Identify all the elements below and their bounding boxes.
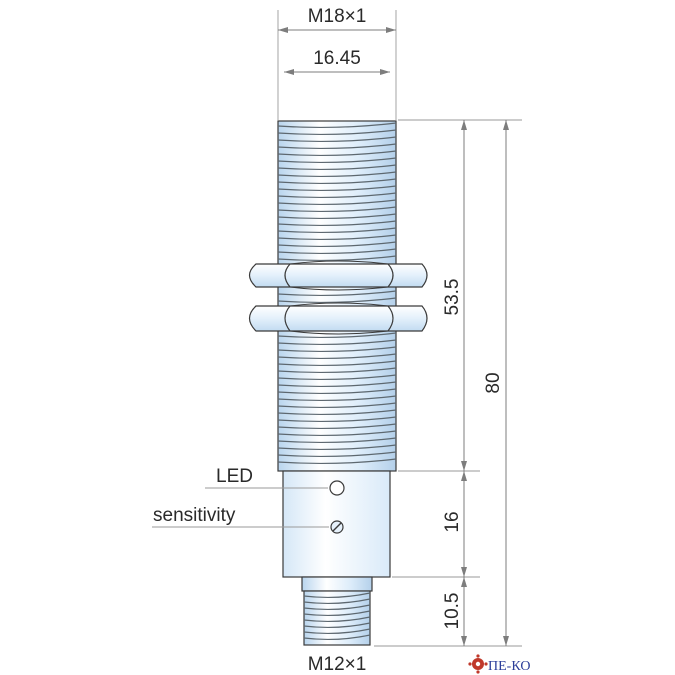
thread-line	[277, 157, 397, 164]
led-callout: LED	[205, 466, 328, 489]
thread-line	[277, 332, 397, 339]
thread-line	[277, 227, 397, 234]
thread-line	[303, 592, 371, 599]
dimension-16-45-label: 16.45	[313, 48, 361, 69]
thread-line	[277, 220, 397, 227]
thread-cylinder	[277, 120, 397, 472]
thread-line	[277, 206, 397, 213]
led-indicator	[329, 480, 345, 496]
dimension-53-5-label: 53.5	[442, 279, 463, 316]
thread-line	[277, 374, 397, 381]
dimension-53-5: 53.5	[442, 120, 467, 471]
thread-line	[277, 360, 397, 367]
thread-line	[277, 297, 397, 304]
sensitivity-callout: sensitivity	[152, 505, 329, 528]
dimension-16-45: 16.45	[284, 48, 390, 75]
sensor-housing	[282, 470, 391, 578]
screw-slot	[332, 522, 342, 532]
thread-line	[277, 199, 397, 206]
dimension-10-5-label: 10.5	[442, 593, 463, 630]
thread-line	[277, 395, 397, 402]
thread-line	[277, 388, 397, 395]
dimension-m18: M18×1	[277, 6, 397, 120]
thread-line	[277, 416, 397, 423]
thread-line	[277, 248, 397, 255]
thread-line	[277, 353, 397, 360]
thread-line	[277, 409, 397, 416]
dimension-m12-label: M12×1	[308, 654, 367, 675]
upper-hex-nut	[248, 260, 428, 291]
sensitivity-label: sensitivity	[153, 505, 236, 526]
led-label: LED	[216, 466, 253, 487]
thread-line	[277, 213, 397, 220]
thread-line	[277, 367, 397, 374]
company-logo: ПЕ-КО	[468, 654, 530, 674]
dimension-80-label: 80	[483, 372, 504, 393]
thread-line	[303, 634, 371, 641]
thread-line	[277, 430, 397, 437]
thread-line	[277, 143, 397, 150]
thread-line	[277, 346, 397, 353]
main-thread-lines	[277, 122, 397, 465]
thread-line	[277, 234, 397, 241]
thread-line	[303, 622, 371, 629]
thread-line	[277, 290, 397, 297]
right-extension-lines	[374, 119, 522, 647]
thread-line	[277, 451, 397, 458]
thread-line	[303, 628, 371, 635]
thread-line	[277, 136, 397, 143]
thread-line	[277, 381, 397, 388]
dimension-10-5: 10.5	[442, 577, 467, 646]
thread-line	[277, 458, 397, 465]
connector-thread-cylinder	[303, 590, 371, 646]
thread-line	[277, 122, 397, 129]
gear-icon	[468, 654, 488, 674]
thread-line	[277, 339, 397, 346]
lower-hex-nut	[248, 302, 428, 335]
dimension-m18-label: M18×1	[308, 6, 367, 27]
thread-line	[277, 164, 397, 171]
thread-line	[303, 604, 371, 611]
threaded-body	[277, 120, 397, 472]
logo-text: ПЕ-КО	[488, 659, 530, 674]
connector	[301, 576, 373, 646]
thread-line	[277, 171, 397, 178]
thread-line	[303, 616, 371, 623]
thread-line	[277, 150, 397, 157]
thread-line	[303, 610, 371, 617]
thread-line	[303, 598, 371, 605]
dimension-16-label: 16	[442, 511, 463, 532]
thread-line	[277, 437, 397, 444]
connector-thread-lines	[303, 592, 371, 641]
thread-line	[277, 402, 397, 409]
connector-collar	[301, 576, 373, 592]
dimension-16: 16	[442, 471, 467, 577]
thread-line	[277, 192, 397, 199]
thread-line	[277, 185, 397, 192]
thread-line	[277, 444, 397, 451]
thread-line	[277, 241, 397, 248]
thread-line	[277, 178, 397, 185]
dimension-80: 80	[483, 120, 509, 646]
thread-line	[277, 129, 397, 136]
thread-line	[277, 423, 397, 430]
thread-line	[277, 255, 397, 262]
